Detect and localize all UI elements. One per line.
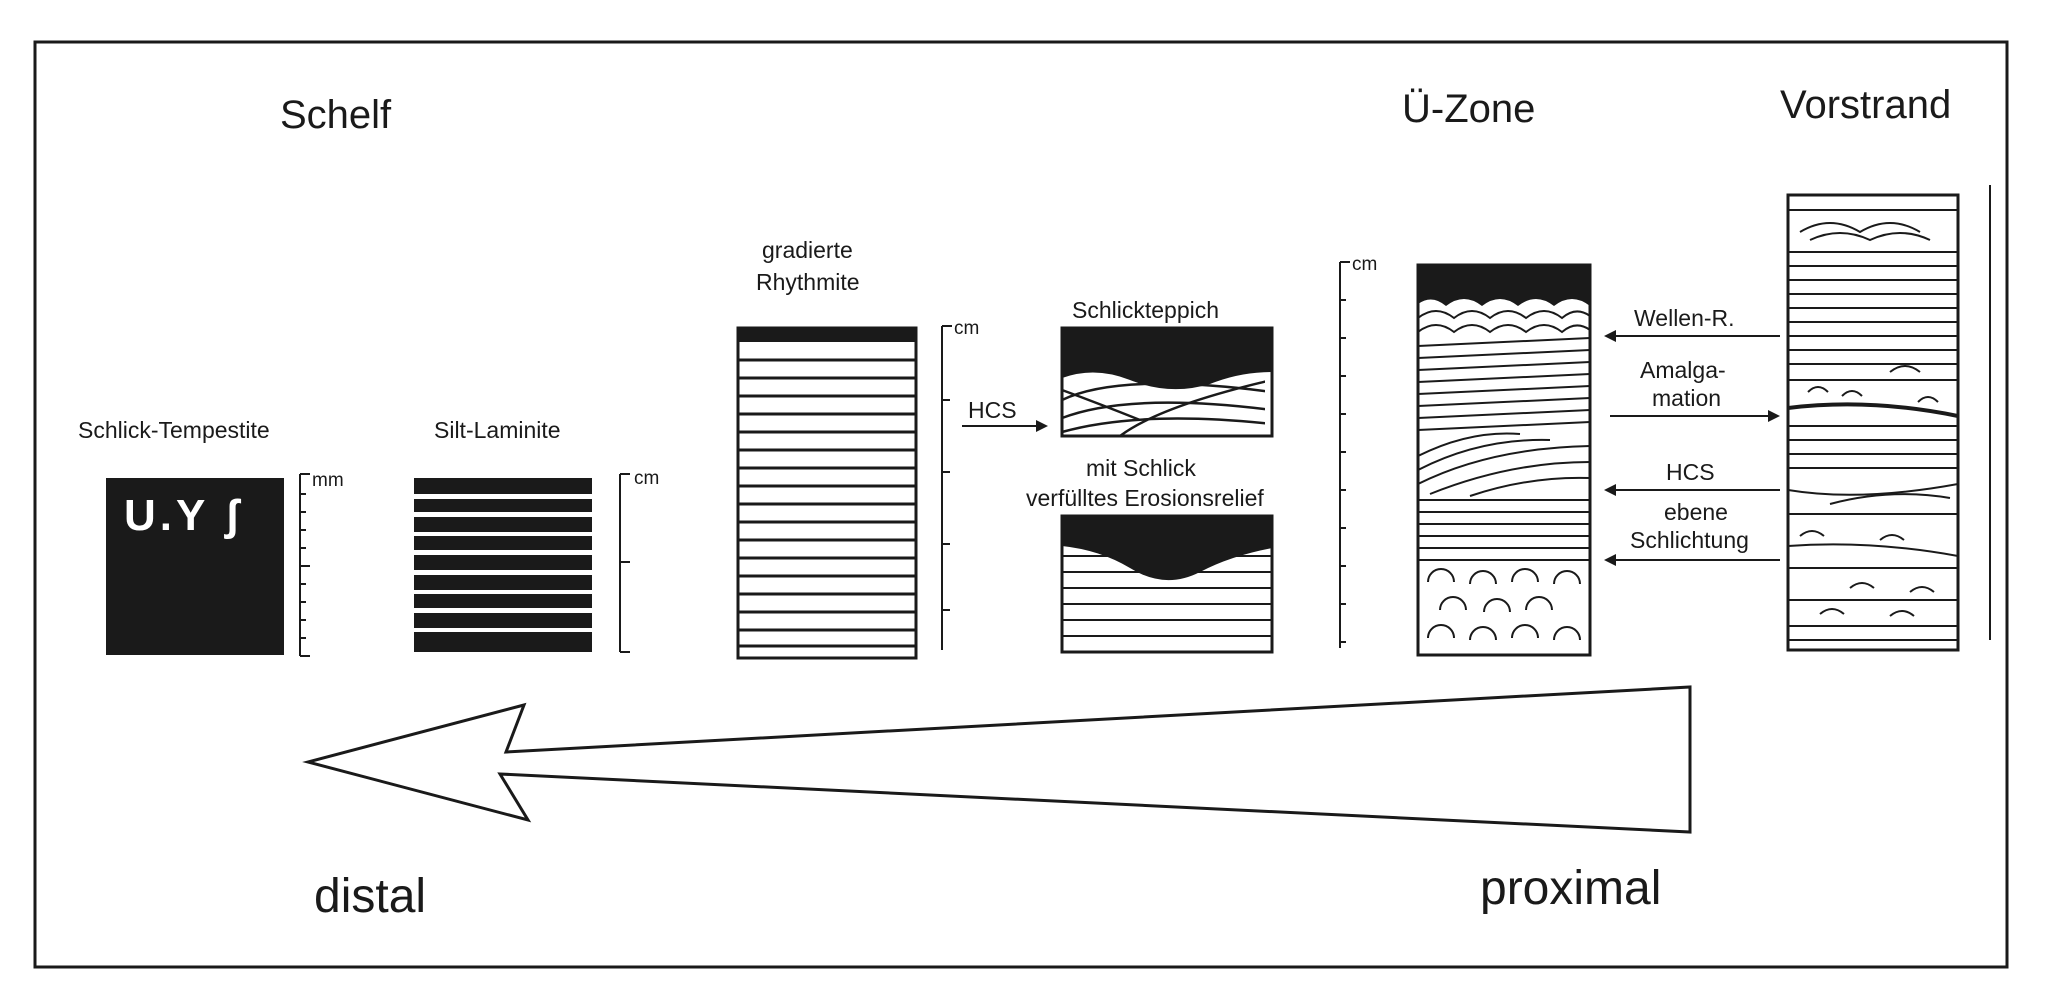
annotation-arrows (1604, 330, 1780, 566)
column-label-erosion-relief-1: mit Schlick (1086, 455, 1196, 481)
hcs-arrow-left (962, 420, 1048, 432)
distal-proximal-arrow (302, 685, 1692, 834)
mm-scale-bar (299, 473, 310, 657)
column-label-laminite: Silt-Laminite (434, 417, 561, 443)
erosion-relief-block (1060, 514, 1274, 654)
transition-zone-column (1416, 263, 1592, 657)
annotation-hcs-left: HCS (968, 397, 1017, 423)
column-label-rhythmite-1: gradierte (762, 237, 853, 263)
annotation-planar-2: Schlichtung (1630, 527, 1749, 553)
column-label-mud-carpet: Schlickteppich (1072, 297, 1219, 323)
zone-label-foreshore: Vorstrand (1780, 83, 1951, 127)
foreshore-column (1786, 193, 1960, 652)
cm-scale-bar-laminite (619, 473, 630, 653)
column-label-erosion-relief-2: verfülltes Erosionsrelief (1026, 485, 1264, 511)
gradient-label-distal: distal (314, 870, 426, 923)
column-label-tempestite: Schlick-Tempestite (78, 417, 270, 443)
laminite-silt-layers (414, 494, 592, 632)
diagram-frame (33, 40, 2009, 969)
annotation-hcs-right: HCS (1666, 459, 1715, 485)
annotation-amalgamation-2: mation (1652, 385, 1721, 411)
cm-scale-bar-transition (1339, 261, 1350, 648)
zone-label-transition: Ü-Zone (1402, 87, 1535, 131)
scale-unit-cm-transition: cm (1352, 254, 1377, 275)
column-label-rhythmite-2: Rhythmite (756, 269, 860, 295)
zone-label-shelf: Schelf (280, 93, 392, 137)
tempestite-column (106, 478, 284, 655)
laminite-column (414, 478, 592, 652)
scale-unit-cm-laminite: cm (634, 468, 659, 489)
trace-fossil-marks: U.Y ʃ (124, 491, 243, 540)
annotation-planar-1: ebene (1664, 499, 1728, 525)
annotation-amalgamation-1: Amalga- (1640, 357, 1726, 383)
scale-unit-mm: mm (312, 470, 344, 491)
scale-unit-cm-rhythmite: cm (954, 318, 979, 339)
annotation-wave-ripples: Wellen-R. (1634, 305, 1735, 331)
gradient-label-proximal: proximal (1480, 862, 1661, 915)
mud-carpet-block (1060, 326, 1274, 438)
rhythmite-column (736, 326, 918, 660)
cm-scale-bar-rhythmite (941, 325, 952, 650)
